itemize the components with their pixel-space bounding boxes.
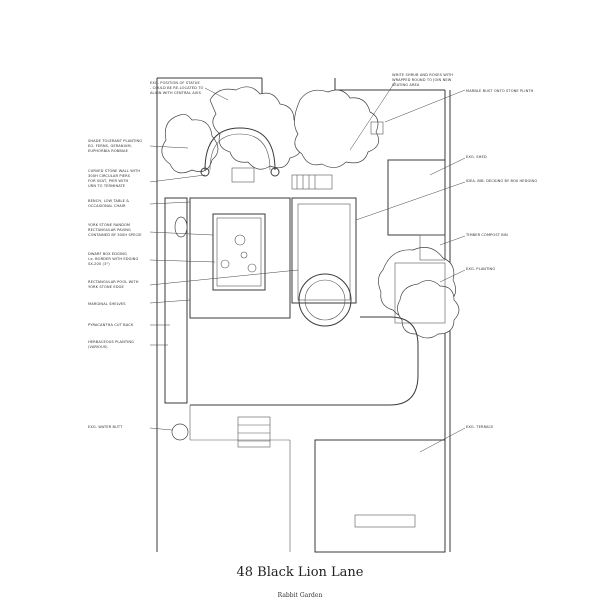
seating-courtyard <box>189 197 291 319</box>
svg-text:EXG. SHED: EXG. SHED <box>466 155 487 159</box>
annotation-dwarf-box: DWARF BOX EDGING i.e. BORDER WITH EDGING… <box>88 252 138 266</box>
leader-lines <box>149 81 466 453</box>
svg-text:IDEA. BIB. DECKING BY BOX HEDG: IDEA. BIB. DECKING BY BOX HEDGING <box>466 179 537 183</box>
svg-text:MARBLE BUST ONTO STONE PLINTH: MARBLE BUST ONTO STONE PLINTH <box>466 89 534 93</box>
annotation-exg-planting: EXG. PLANTING <box>466 267 495 271</box>
existing-terrace <box>314 439 446 553</box>
terrace-edge <box>190 316 419 406</box>
svg-text:EXG. TERRACE: EXG. TERRACE <box>466 425 494 429</box>
svg-text:FOR SEAT, PIER WITH: FOR SEAT, PIER WITH <box>88 179 128 183</box>
svg-text:(VARIOUS): (VARIOUS) <box>88 345 108 349</box>
svg-text:WRAPPED ROUND TO JOIN NEW: WRAPPED ROUND TO JOIN NEW <box>392 78 452 82</box>
svg-text:YORK STONE EDGE: YORK STONE EDGE <box>88 285 124 289</box>
svg-text:SX-200 (3"): SX-200 (3") <box>88 262 110 266</box>
svg-text:EXG. POSITION OF STATUE: EXG. POSITION OF STATUE <box>150 81 200 85</box>
annotation-stone-wall: CURVED STONE WALL WITH 300H CIRCULAR PIE… <box>88 169 140 188</box>
svg-text:CURVED STONE WALL WITH: CURVED STONE WALL WITH <box>88 169 140 173</box>
svg-text:ALIGN WITH CENTRAL AXIS: ALIGN WITH CENTRAL AXIS <box>150 91 202 95</box>
svg-text:300H CIRCULAR PIERS: 300H CIRCULAR PIERS <box>88 174 131 178</box>
svg-text:TIMBER COMPOST BIN: TIMBER COMPOST BIN <box>465 233 508 237</box>
drawing-subtitle: Rabbit Garden <box>278 592 323 599</box>
svg-text:DWARF BOX EDGING: DWARF BOX EDGING <box>88 252 127 256</box>
annotation-terrace: EXG. TERRACE <box>466 425 494 429</box>
svg-text:MARGINAL SHELVES: MARGINAL SHELVES <box>88 302 126 306</box>
annotation-shade-planting: SHADE TOLERANT PLANTING EG. FERNS, GERAN… <box>88 139 142 153</box>
statue-plinth <box>370 121 384 135</box>
annotation-marble-bust: MARBLE BUST ONTO STONE PLINTH <box>466 89 534 93</box>
annotation-herbaceous: HERBACEOUS PLANTING (VARIOUS) <box>88 340 134 349</box>
svg-text:HERBACEOUS PLANTING: HERBACEOUS PLANTING <box>88 340 134 344</box>
svg-text:EG. FERNS, GERANIUM,: EG. FERNS, GERANIUM, <box>88 144 132 148</box>
svg-text:EXG. PLANTING: EXG. PLANTING <box>466 267 495 271</box>
herbaceous-border <box>164 197 188 404</box>
svg-text:BENCH, LOW TABLE &: BENCH, LOW TABLE & <box>88 199 129 203</box>
curved-stone-wall <box>200 127 280 183</box>
svg-text:- COULD BE RE-LOCATED TO: - COULD BE RE-LOCATED TO <box>150 86 204 90</box>
annotation-water-butt: EXG. WATER BUTT <box>88 425 123 429</box>
svg-text:RECTANGULAR PAVING: RECTANGULAR PAVING <box>88 228 131 232</box>
lower-steps <box>189 405 291 552</box>
annotation-pyracantha: PYRACANTHA CUT BACK <box>88 323 134 327</box>
svg-text:SHADE TOLERANT PLANTING: SHADE TOLERANT PLANTING <box>88 139 142 143</box>
rectangular-pool <box>291 197 357 327</box>
annotation-shelves: MARGINAL SHELVES <box>88 302 126 306</box>
annotation-paving: YORK STONE RANDOM RECTANGULAR PAVING CON… <box>88 223 142 237</box>
annotation-compost: TIMBER COMPOST BIN <box>465 233 508 237</box>
svg-text:SEATING AREA: SEATING AREA <box>392 83 420 87</box>
svg-text:WHITE SHRUB AND ROSES WITH: WHITE SHRUB AND ROSES WITH <box>392 73 453 77</box>
annotation-shrubs: WHITE SHRUB AND ROSES WITH WRAPPED ROUND… <box>392 73 453 87</box>
water-butt <box>171 423 189 441</box>
terrace-steps <box>291 174 333 190</box>
drawing-title: 48 Black Lion Lane <box>237 565 364 580</box>
tree-canopies <box>161 86 460 339</box>
svg-text:YORK STONE RANDOM: YORK STONE RANDOM <box>88 223 130 227</box>
shed <box>387 159 446 324</box>
annotation-shed: EXG. SHED <box>466 155 487 159</box>
annotation-bench: BENCH, LOW TABLE & OCCASIONAL CHAIR <box>88 199 129 208</box>
svg-text:RECTANGULAR POOL WITH: RECTANGULAR POOL WITH <box>88 280 139 284</box>
svg-text:URN TO TERMINATE: URN TO TERMINATE <box>88 184 126 188</box>
svg-text:EUPHORBIA ROBBIAE: EUPHORBIA ROBBIAE <box>88 149 129 153</box>
svg-text:CONTAINED BY 300H SPECIE: CONTAINED BY 300H SPECIE <box>88 233 142 237</box>
svg-text:PYRACANTHA CUT BACK: PYRACANTHA CUT BACK <box>88 323 134 327</box>
svg-text:i.e. BORDER WITH EDGING: i.e. BORDER WITH EDGING <box>88 257 138 261</box>
annotation-decking: IDEA. BIB. DECKING BY BOX HEDGING <box>466 179 537 183</box>
annotation-statue: EXG. POSITION OF STATUE - COULD BE RE-LO… <box>150 81 204 95</box>
svg-text:OCCASIONAL CHAIR: OCCASIONAL CHAIR <box>88 204 126 208</box>
annotation-pool: RECTANGULAR POOL WITH YORK STONE EDGE <box>88 280 139 289</box>
svg-text:EXG. WATER BUTT: EXG. WATER BUTT <box>88 425 123 429</box>
